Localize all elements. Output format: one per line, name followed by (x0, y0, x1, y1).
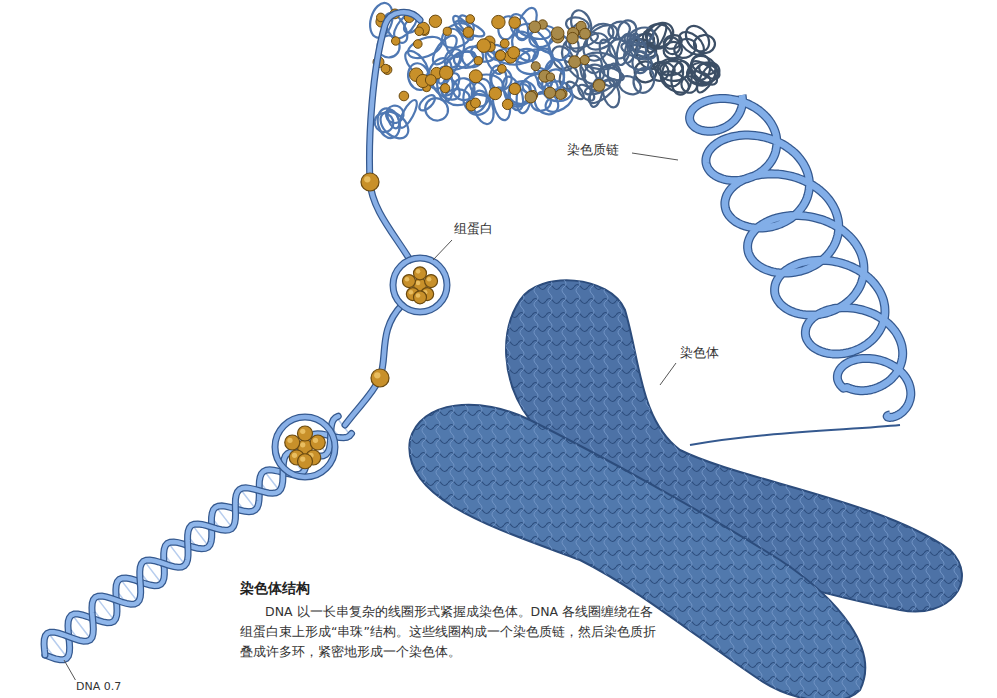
part-label: 染色质链 (565, 142, 621, 159)
bead-highlight (300, 442, 305, 447)
histone-bead (310, 435, 325, 450)
histone-bead (392, 37, 400, 45)
chromatin-loop (374, 106, 403, 141)
histone-bead (500, 39, 509, 48)
bead-highlight (374, 372, 380, 378)
histone-bead (414, 291, 427, 304)
chromatin-loop (542, 86, 577, 116)
chromatin-loop (670, 60, 693, 95)
chromatin-loop (626, 35, 650, 62)
histone-bead (509, 17, 521, 29)
histone-bead (443, 27, 451, 35)
histone-bead (415, 27, 424, 36)
histone-beads (285, 173, 438, 469)
caption-block: 染色体结构 DNA 以一长串复杂的线圈形式紧握成染色体。DNA 各线圈缠绕在各组蛋… (240, 580, 660, 662)
bead-highlight (416, 269, 421, 274)
histone-bead (425, 275, 438, 288)
figure-caption: DNA 以一长串复杂的线圈形式紧握成染色体。DNA 各线圈缠绕在各组蛋白束上形成… (240, 602, 660, 662)
bead-highlight (300, 429, 305, 434)
thin-fiber (690, 425, 900, 445)
histone-bead (381, 64, 390, 73)
histone-bead (502, 99, 512, 109)
histone-bead (371, 369, 389, 387)
chromatin-loop (675, 28, 708, 59)
bead-highlight (416, 281, 421, 286)
histone-bead (425, 75, 436, 86)
histone-bead (529, 21, 541, 33)
histone-bead (474, 57, 482, 65)
histone-bead (414, 40, 423, 49)
histone-bead (496, 50, 506, 60)
histone-bead (285, 435, 300, 450)
bead-highlight (313, 438, 318, 443)
histone-bead (593, 80, 605, 92)
histone-bead (492, 15, 505, 28)
chromatin-loop (506, 11, 532, 42)
histone-bead (556, 90, 566, 100)
bead-highlight (287, 438, 292, 443)
histone-bead (509, 83, 520, 94)
coil-edge (690, 95, 911, 417)
histone-bead (298, 426, 313, 441)
histone-bead (498, 65, 507, 74)
histone-bead (414, 267, 427, 280)
coil-fiber (690, 95, 911, 417)
figure-title: 染色体结构 (240, 580, 660, 598)
histone-bead (471, 98, 481, 108)
histone-bead (429, 15, 441, 27)
histone-bead (399, 91, 409, 101)
bead-highlight (405, 277, 410, 282)
histone-bead (531, 62, 540, 71)
bead-highlight (409, 290, 414, 295)
histone-bead (361, 173, 379, 191)
bead-highlight (300, 456, 305, 461)
histone-bead (525, 91, 537, 103)
chromatin-coil (690, 95, 911, 417)
part-label: 染色体 (678, 345, 721, 362)
histone-bead (551, 27, 564, 40)
chromatin-fiber (275, 12, 447, 477)
chromatin-loop (615, 18, 639, 44)
bead-highlight (364, 176, 370, 182)
leader-lines (64, 153, 678, 681)
chromatin-loop (462, 81, 488, 114)
chromatin-loop (405, 33, 445, 63)
bead-highlight (292, 453, 297, 458)
histone-bead (441, 84, 450, 93)
histone-bead (489, 87, 501, 99)
histone-bead (440, 66, 453, 79)
part-label: DNA 0.7 (74, 680, 123, 694)
histone-bead (298, 454, 313, 469)
chromatin-loop (371, 109, 397, 136)
histone-bead (567, 32, 578, 43)
chromatin-loop (585, 75, 620, 107)
bead-highlight (416, 293, 421, 298)
histone-bead (463, 27, 473, 37)
histone-bead (466, 15, 475, 24)
histone-bead (569, 56, 581, 68)
bead-highlight (427, 277, 432, 282)
part-label: 组蛋白 (452, 221, 495, 238)
histone-bead (580, 55, 589, 64)
histone-bead (580, 28, 591, 39)
histone-bead (477, 39, 491, 53)
chromatin-loop (464, 91, 493, 118)
histone-bead (469, 70, 482, 83)
histone-bead (544, 87, 555, 98)
chromatin-loop (642, 17, 679, 54)
chromatin-loop (417, 92, 438, 113)
chromatin-loop (606, 36, 632, 62)
chromatin-loop (423, 54, 456, 92)
histone-bead (546, 73, 554, 81)
chromatin-loop (689, 52, 719, 78)
histone-bead (402, 275, 415, 288)
chromatin-loop (658, 58, 690, 81)
histone-bead (508, 47, 520, 59)
